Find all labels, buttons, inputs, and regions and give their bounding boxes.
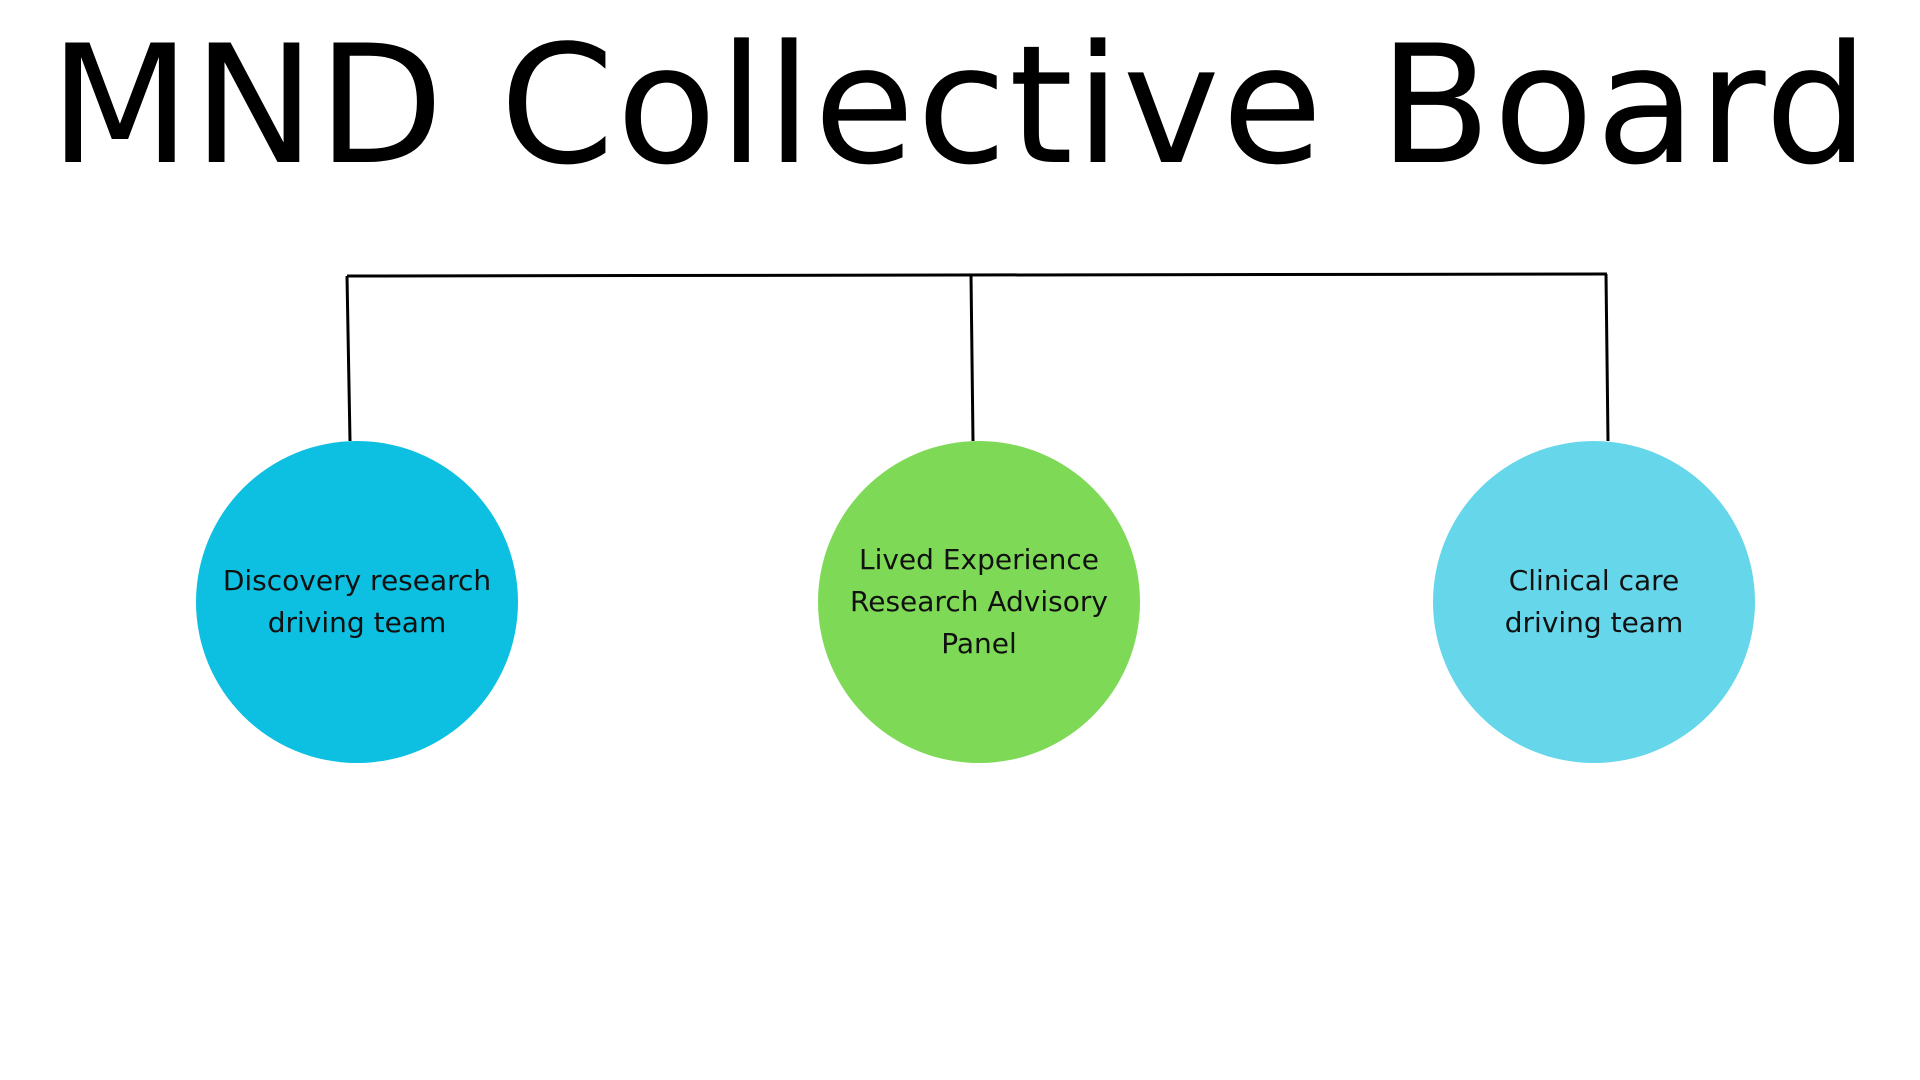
board-title: MND Collective Board (49, 10, 1871, 201)
node-label: Clinical care driving team (1504, 564, 1684, 639)
connector-to-clinical (1604, 273, 1610, 442)
connector-to-discovery (345, 275, 352, 442)
node-discovery-research: Discovery research driving team (196, 441, 518, 763)
node-label: Lived Experience Research Advisory Panel (850, 543, 1108, 660)
node-clinical-care: Clinical care driving team (1433, 441, 1755, 763)
node-label: Discovery research driving team (222, 564, 492, 639)
connector-horizontal (346, 272, 1608, 278)
node-lived-experience-panel: Lived Experience Research Advisory Panel (818, 441, 1140, 763)
connector-to-lived (969, 274, 975, 442)
